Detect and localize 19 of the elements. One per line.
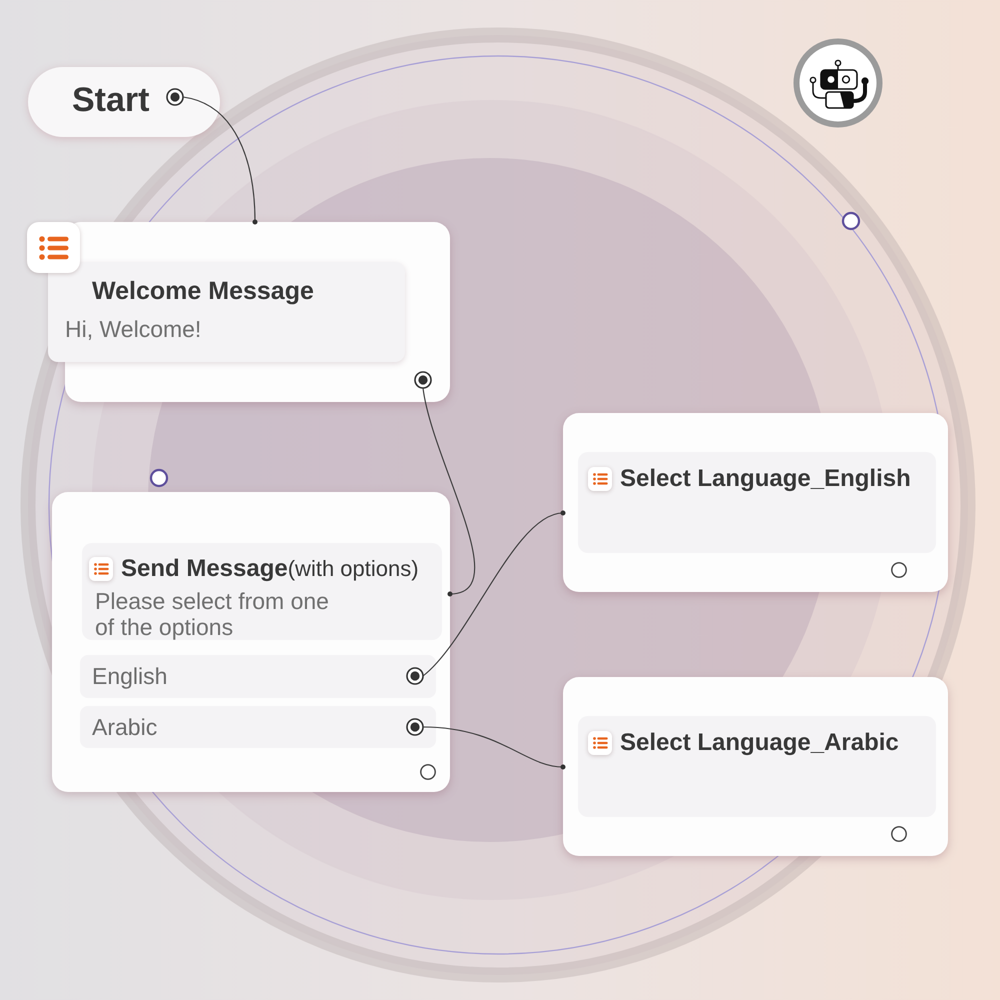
- message-card: [563, 413, 948, 592]
- message-card: [52, 492, 450, 792]
- option-label: English: [92, 663, 168, 690]
- connector-line: [422, 388, 475, 596]
- message-text: Please select from one of the options: [95, 588, 330, 640]
- node-title: Start: [72, 80, 150, 120]
- message-text: Hi, Welcome!: [65, 316, 202, 342]
- node-title: Welcome Message: [92, 276, 314, 306]
- start-pill: [28, 67, 220, 137]
- option-label: Arabic: [92, 714, 158, 741]
- message-card: [563, 677, 948, 856]
- connector-line: [422, 510, 566, 676]
- node-title: Send Message(with options): [121, 554, 419, 584]
- connector-line: [182, 96, 258, 224]
- connector-line: [422, 726, 566, 770]
- option-row: [80, 655, 436, 698]
- option-row: [80, 706, 436, 748]
- node-title: Select Language_Arabic: [620, 728, 899, 758]
- node-title: Select Language_English: [620, 464, 911, 494]
